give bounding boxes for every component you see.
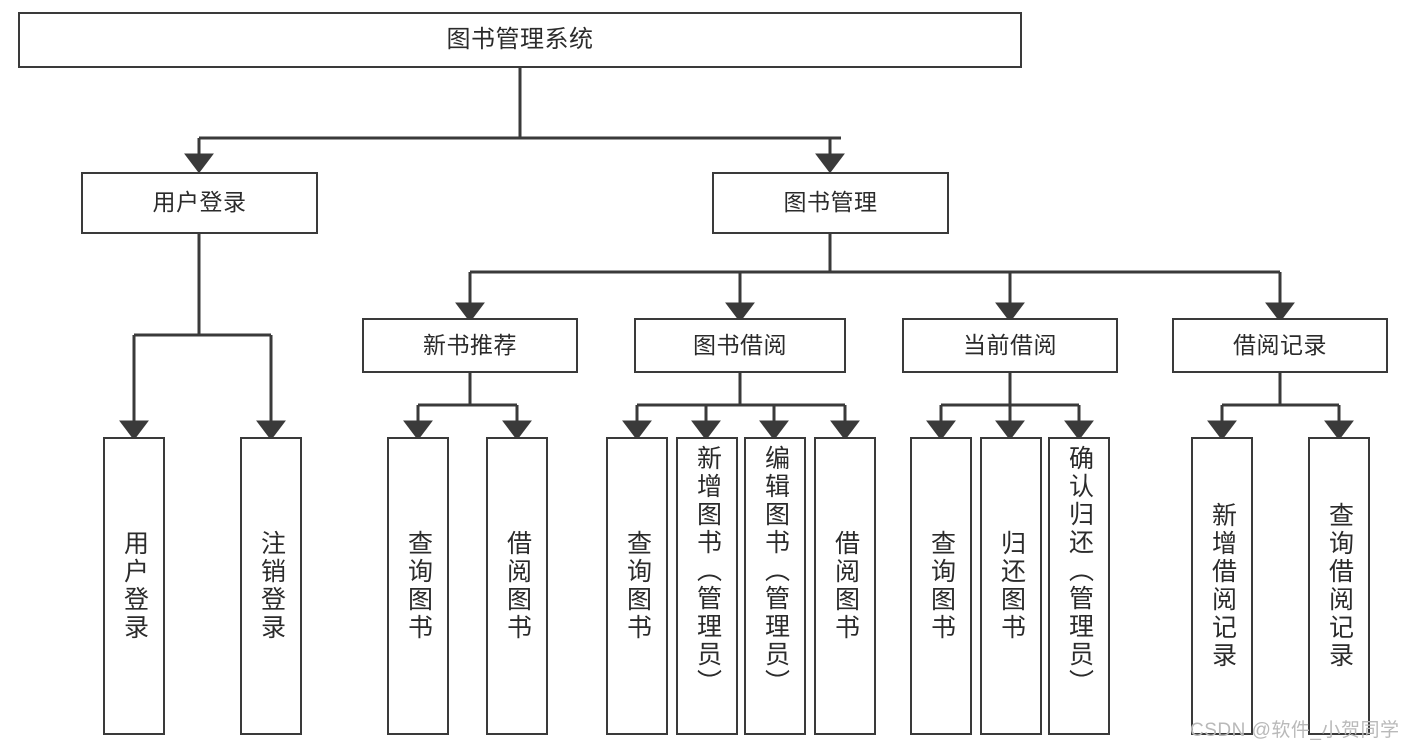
node-borrow-record-label: 借阅记录 [1233, 331, 1327, 358]
node-user-login-label: 用户登录 [152, 189, 247, 216]
node-leaf-query-record-label: 查询借阅记录 [1325, 502, 1354, 670]
node-leaf-edit-book[interactable]: 编辑图书（管理员） [744, 437, 806, 735]
node-current-borrow[interactable]: 当前借阅 [902, 318, 1118, 373]
node-leaf-add-book-label: 新增图书（管理员） [693, 445, 722, 697]
node-leaf-borrow-book-2-label: 借阅图书 [831, 530, 860, 642]
watermark: CSDN @软件_小贺同学 [1190, 720, 1400, 741]
node-leaf-query-book-1[interactable]: 查询图书 [387, 437, 449, 735]
node-leaf-add-book[interactable]: 新增图书（管理员） [676, 437, 738, 735]
node-current-borrow-label: 当前借阅 [963, 331, 1057, 358]
node-leaf-query-book-2[interactable]: 查询图书 [606, 437, 668, 735]
node-leaf-return-book[interactable]: 归还图书 [980, 437, 1042, 735]
node-leaf-query-book-3-label: 查询图书 [927, 530, 956, 642]
node-leaf-add-record[interactable]: 新增借阅记录 [1191, 437, 1253, 735]
node-leaf-logout[interactable]: 注销登录 [240, 437, 302, 735]
node-leaf-borrow-book-1-label: 借阅图书 [503, 530, 532, 642]
node-leaf-confirm-return[interactable]: 确认归还（管理员） [1048, 437, 1110, 735]
node-book-borrow[interactable]: 图书借阅 [634, 318, 846, 373]
node-leaf-edit-book-label: 编辑图书（管理员） [761, 445, 790, 697]
node-user-login[interactable]: 用户登录 [81, 172, 318, 234]
node-leaf-user-login[interactable]: 用户登录 [103, 437, 165, 735]
node-leaf-query-record[interactable]: 查询借阅记录 [1308, 437, 1370, 735]
node-leaf-query-book-2-label: 查询图书 [623, 530, 652, 642]
node-root-label: 图书管理系统 [446, 25, 594, 53]
node-new-book-rec-label: 新书推荐 [423, 331, 517, 358]
node-leaf-user-login-label: 用户登录 [120, 530, 149, 642]
node-leaf-confirm-return-label: 确认归还（管理员） [1065, 445, 1094, 697]
node-root[interactable]: 图书管理系统 [18, 12, 1022, 68]
node-book-manage[interactable]: 图书管理 [712, 172, 949, 234]
node-leaf-return-book-label: 归还图书 [997, 530, 1026, 642]
node-leaf-logout-label: 注销登录 [257, 530, 286, 642]
node-book-manage-label: 图书管理 [783, 189, 878, 216]
node-new-book-rec[interactable]: 新书推荐 [362, 318, 578, 373]
node-leaf-query-book-1-label: 查询图书 [404, 530, 433, 642]
node-leaf-query-book-3[interactable]: 查询图书 [910, 437, 972, 735]
node-book-borrow-label: 图书借阅 [693, 331, 787, 358]
node-leaf-borrow-book-2[interactable]: 借阅图书 [814, 437, 876, 735]
node-leaf-add-record-label: 新增借阅记录 [1208, 502, 1237, 670]
node-borrow-record[interactable]: 借阅记录 [1172, 318, 1388, 373]
node-leaf-borrow-book-1[interactable]: 借阅图书 [486, 437, 548, 735]
